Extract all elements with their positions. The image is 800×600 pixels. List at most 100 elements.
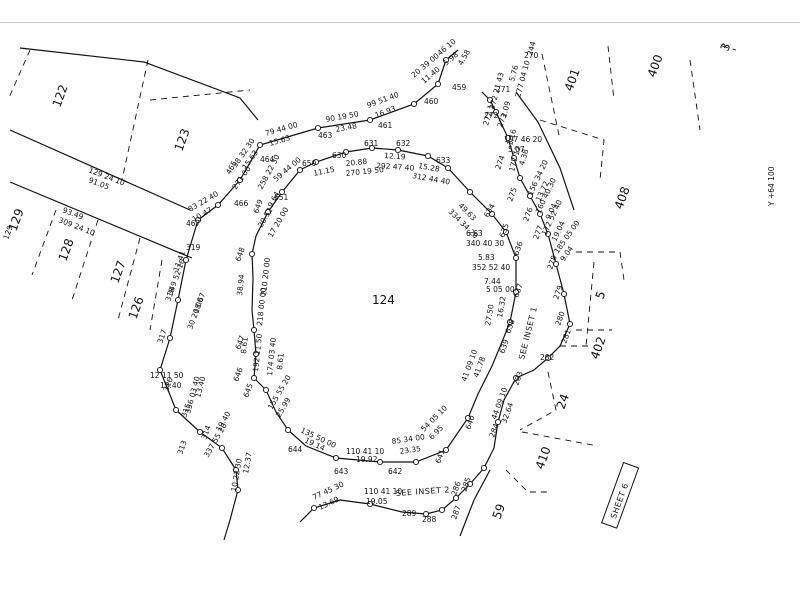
bearing-label: 5 05 00 xyxy=(486,285,515,294)
lot-label-24: 24 xyxy=(554,392,572,411)
point-319: 319 xyxy=(186,243,201,252)
lot-label-400: 400 xyxy=(645,53,666,79)
point-642: 642 xyxy=(388,467,403,476)
bearing-label: 192 11 50 xyxy=(251,333,264,372)
survey-nodes xyxy=(156,56,574,518)
bearing-label: 340 40 30 xyxy=(466,239,504,248)
point-271: 271 xyxy=(496,85,511,94)
bearing-label: 218 00 00 xyxy=(255,287,268,326)
distance-label: 12.37 xyxy=(241,451,254,474)
lot-label-402: 402 xyxy=(588,335,609,361)
distance-label: 23.35 xyxy=(399,444,422,456)
point-288: 288 xyxy=(422,515,437,524)
distance-label: 7.44 xyxy=(484,277,501,286)
point-643: 643 xyxy=(334,467,349,476)
point-283: 283 xyxy=(511,370,524,387)
point-289: 289 xyxy=(402,509,417,518)
bearing-label: 174 03 40 xyxy=(265,337,278,376)
bearing-label: 12 11 50 xyxy=(150,371,184,380)
distance-label: 2.09 xyxy=(499,100,512,119)
point-633: 633 xyxy=(436,156,451,165)
point-274: 274 xyxy=(493,154,506,171)
point-270: 270 xyxy=(524,51,539,60)
grid-reference-label: Y +64 100 xyxy=(767,166,776,207)
road-boundary-northeast xyxy=(425,91,571,515)
south-road-line xyxy=(459,469,491,537)
distance-label: 18.67 xyxy=(191,291,207,314)
bearing-label: 312 44 40 xyxy=(412,171,451,187)
lot-label-123: 123 xyxy=(172,127,193,153)
distance-label: 8.61 xyxy=(275,352,286,370)
lot-label-5: 5 xyxy=(593,289,609,301)
point-630: 630 xyxy=(332,151,347,160)
lot-label-127: 127 xyxy=(108,259,129,285)
lot-128-129-boundary xyxy=(9,181,193,259)
lot-label-59: 59 xyxy=(490,502,508,521)
point-461: 461 xyxy=(378,121,393,130)
bearing-label: 210 20 00 xyxy=(259,257,272,296)
point-632: 632 xyxy=(396,139,411,148)
bearing-label: 99 51 40 xyxy=(366,90,401,110)
bearing-label: 270 19 50 xyxy=(345,165,384,178)
point-636: 636 xyxy=(511,240,524,257)
point-275: 275 xyxy=(505,186,518,203)
distance-label: 4.38 xyxy=(517,148,530,167)
bearing-label: 292 47 40 xyxy=(376,161,415,173)
distance-label: 16.32 xyxy=(495,295,508,318)
distance-label: 15.28 xyxy=(418,161,441,174)
point-280: 280 xyxy=(553,310,566,327)
road-boundary-south xyxy=(299,499,427,523)
distance-label: 23.48 xyxy=(335,121,358,134)
point-466: 466 xyxy=(234,199,249,208)
bearing-label: 349 52 10 xyxy=(165,258,187,297)
east-road-line xyxy=(515,91,575,211)
bearing-label: 197 46 20 xyxy=(504,135,542,144)
distance-label: 5.83 xyxy=(478,253,495,262)
point-467: 467 xyxy=(186,219,201,228)
point-276: 276 xyxy=(521,206,534,223)
viewer-top-bar xyxy=(0,0,800,23)
distance-label: 4.58 xyxy=(456,48,472,67)
distance-label: 6.63 xyxy=(466,229,483,238)
inset-1-reference[interactable]: SEE INSET 1 xyxy=(517,306,539,361)
distance-label: 13.40 xyxy=(160,381,182,390)
lot-label-401: 401 xyxy=(562,67,583,93)
bearing-label: 110 41 10 xyxy=(346,447,384,456)
point-317: 317 xyxy=(155,328,168,345)
point-634: 634 xyxy=(482,202,497,219)
distance-label: 11.15 xyxy=(313,165,336,178)
road-boundary-west xyxy=(197,49,459,221)
lot-label-126: 126 xyxy=(126,295,147,321)
bearing-label: 110 41 10 xyxy=(364,487,402,496)
lot-label-408: 408 xyxy=(612,185,633,211)
distance-label: 5.07 xyxy=(508,145,525,154)
point-651: 651 xyxy=(274,193,289,202)
point-282: 282 xyxy=(540,353,555,362)
lot-label-122: 122 xyxy=(50,83,71,109)
point-644: 644 xyxy=(288,445,303,454)
bearing-label: 85 34 00 xyxy=(391,432,426,446)
distance-label: 8.61 xyxy=(239,336,250,354)
point-638: 638 xyxy=(503,318,516,335)
point-650: 650 xyxy=(302,159,317,168)
lot-labels: 122 123 124 126 127 128 129 400 401 402 … xyxy=(6,53,666,521)
point-463: 463 xyxy=(318,131,333,140)
lot-label-128: 128 xyxy=(56,237,77,263)
sheet-reference-box[interactable]: SHEET 6 xyxy=(601,461,640,529)
lot-122-123-boundary xyxy=(9,129,191,211)
inset-2-reference[interactable]: SEE INSET 2 xyxy=(396,485,451,498)
plan-boundaries xyxy=(9,47,575,541)
point-646: 646 xyxy=(231,366,244,383)
point-459: 459 xyxy=(452,83,467,92)
lot-dashed-lines xyxy=(7,45,737,493)
distance-label: 19.92 xyxy=(356,455,378,464)
road-boundary-southwest xyxy=(159,219,239,541)
lot-label-410: 410 xyxy=(533,445,554,471)
bearing-distance-labels: 129 24 10 91.05 93.49 309 24 10 83 22 40… xyxy=(57,37,581,512)
point-645: 645 xyxy=(241,382,254,399)
point-460: 460 xyxy=(424,97,439,106)
point-648: 648 xyxy=(233,246,246,263)
lot-label-124: 124 xyxy=(372,293,395,307)
